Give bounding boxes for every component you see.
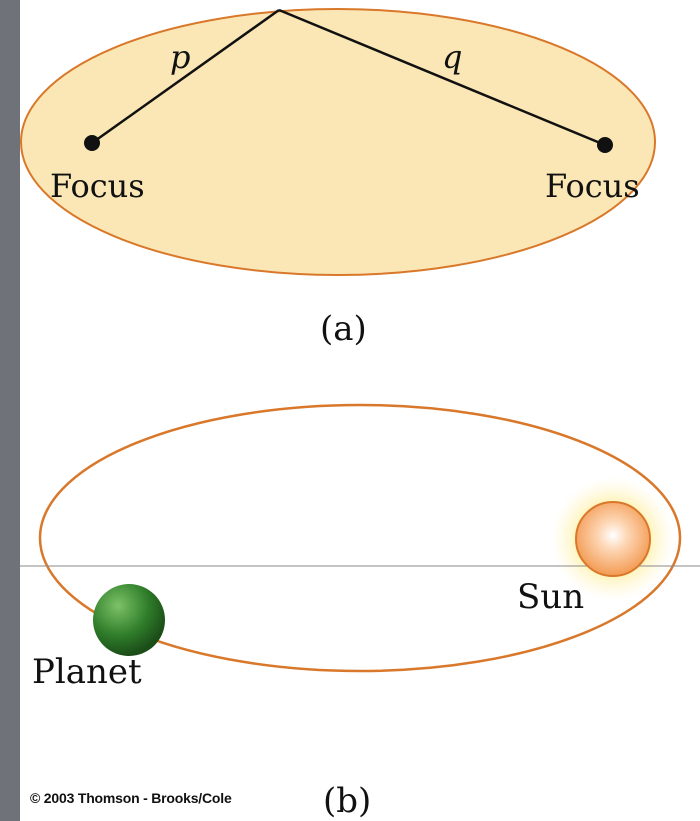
- right-focus-dot: [597, 137, 613, 153]
- ellipse-diagram: p q Focus Focus (a) Sun Planet (b): [20, 8, 700, 821]
- planet-label: Planet: [32, 652, 142, 692]
- planet-icon: [93, 584, 165, 656]
- diagram-a: p q Focus Focus (a): [20, 8, 656, 349]
- diagram-stage: p q Focus Focus (a) Sun Planet (b): [20, 0, 700, 821]
- copyright-notice: © 2003 Thomson - Brooks/Cole: [30, 790, 232, 806]
- right-focus-label: Focus: [545, 167, 640, 205]
- q-label: q: [442, 38, 462, 76]
- diagram-b: Sun Planet (b): [20, 403, 700, 821]
- caption-b: (b): [323, 781, 371, 821]
- sun-icon: [575, 501, 651, 577]
- filled-ellipse: [20, 8, 656, 276]
- orbit-ellipse: [38, 403, 682, 673]
- sun-label: Sun: [517, 577, 584, 617]
- p-segment: [91, 8, 280, 145]
- p-label: p: [170, 38, 190, 76]
- left-focus-dot: [84, 135, 100, 151]
- caption-a: (a): [320, 309, 367, 349]
- left-focus-label: Focus: [50, 167, 145, 205]
- q-segment: [278, 8, 606, 147]
